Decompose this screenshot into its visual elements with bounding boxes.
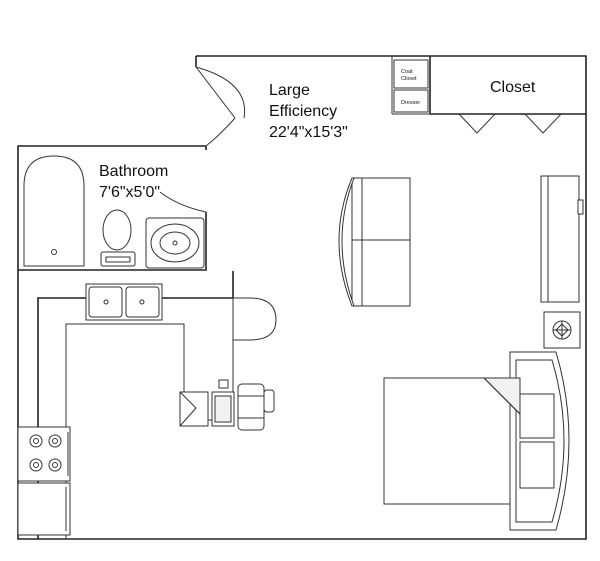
dresser: Dresser (393, 89, 429, 113)
exterior-walls (17, 55, 587, 540)
round-table-icon (232, 297, 277, 341)
lamp-table-icon (543, 311, 581, 349)
stove-icon (17, 426, 71, 482)
bathroom-sink-icon (145, 217, 205, 269)
coat-closet-label-line1: Coat (401, 69, 413, 75)
bifold-door-icon (458, 113, 562, 134)
chair-icon (237, 383, 275, 431)
bathroom (18, 155, 207, 271)
refrigerator-icon (17, 482, 71, 536)
coat-closet-label-line2: Closet (401, 76, 417, 82)
sofa-icon (338, 177, 411, 307)
bathtub-icon (23, 155, 85, 267)
entry-door (195, 66, 246, 147)
kitchen (17, 271, 235, 539)
room-labels: Large Efficiency 22'4"x15'3" Bathroom 7'… (99, 79, 536, 201)
closet-area: Coat Closet Dresser (391, 56, 586, 134)
chair-icon (179, 391, 209, 427)
main-room-dimensions: 22'4"x15'3" (269, 124, 348, 141)
toilet-icon (100, 209, 136, 267)
closet-name: Closet (490, 79, 536, 96)
bathroom-dimensions: 7'6"x5'0" (99, 184, 160, 201)
coat-closet: Coat Closet (393, 59, 429, 89)
bathroom-name: Bathroom (99, 163, 168, 180)
dishwasher-icon (211, 379, 235, 427)
main-room-name-line2: Efficiency (269, 103, 337, 120)
tv-stand-icon (540, 175, 584, 303)
dining-set (179, 297, 277, 431)
main-room-name-line1: Large (269, 82, 310, 99)
kitchen-sink-icon (85, 283, 163, 321)
bed-icon (383, 351, 570, 531)
dresser-label: Dresser (401, 100, 420, 106)
